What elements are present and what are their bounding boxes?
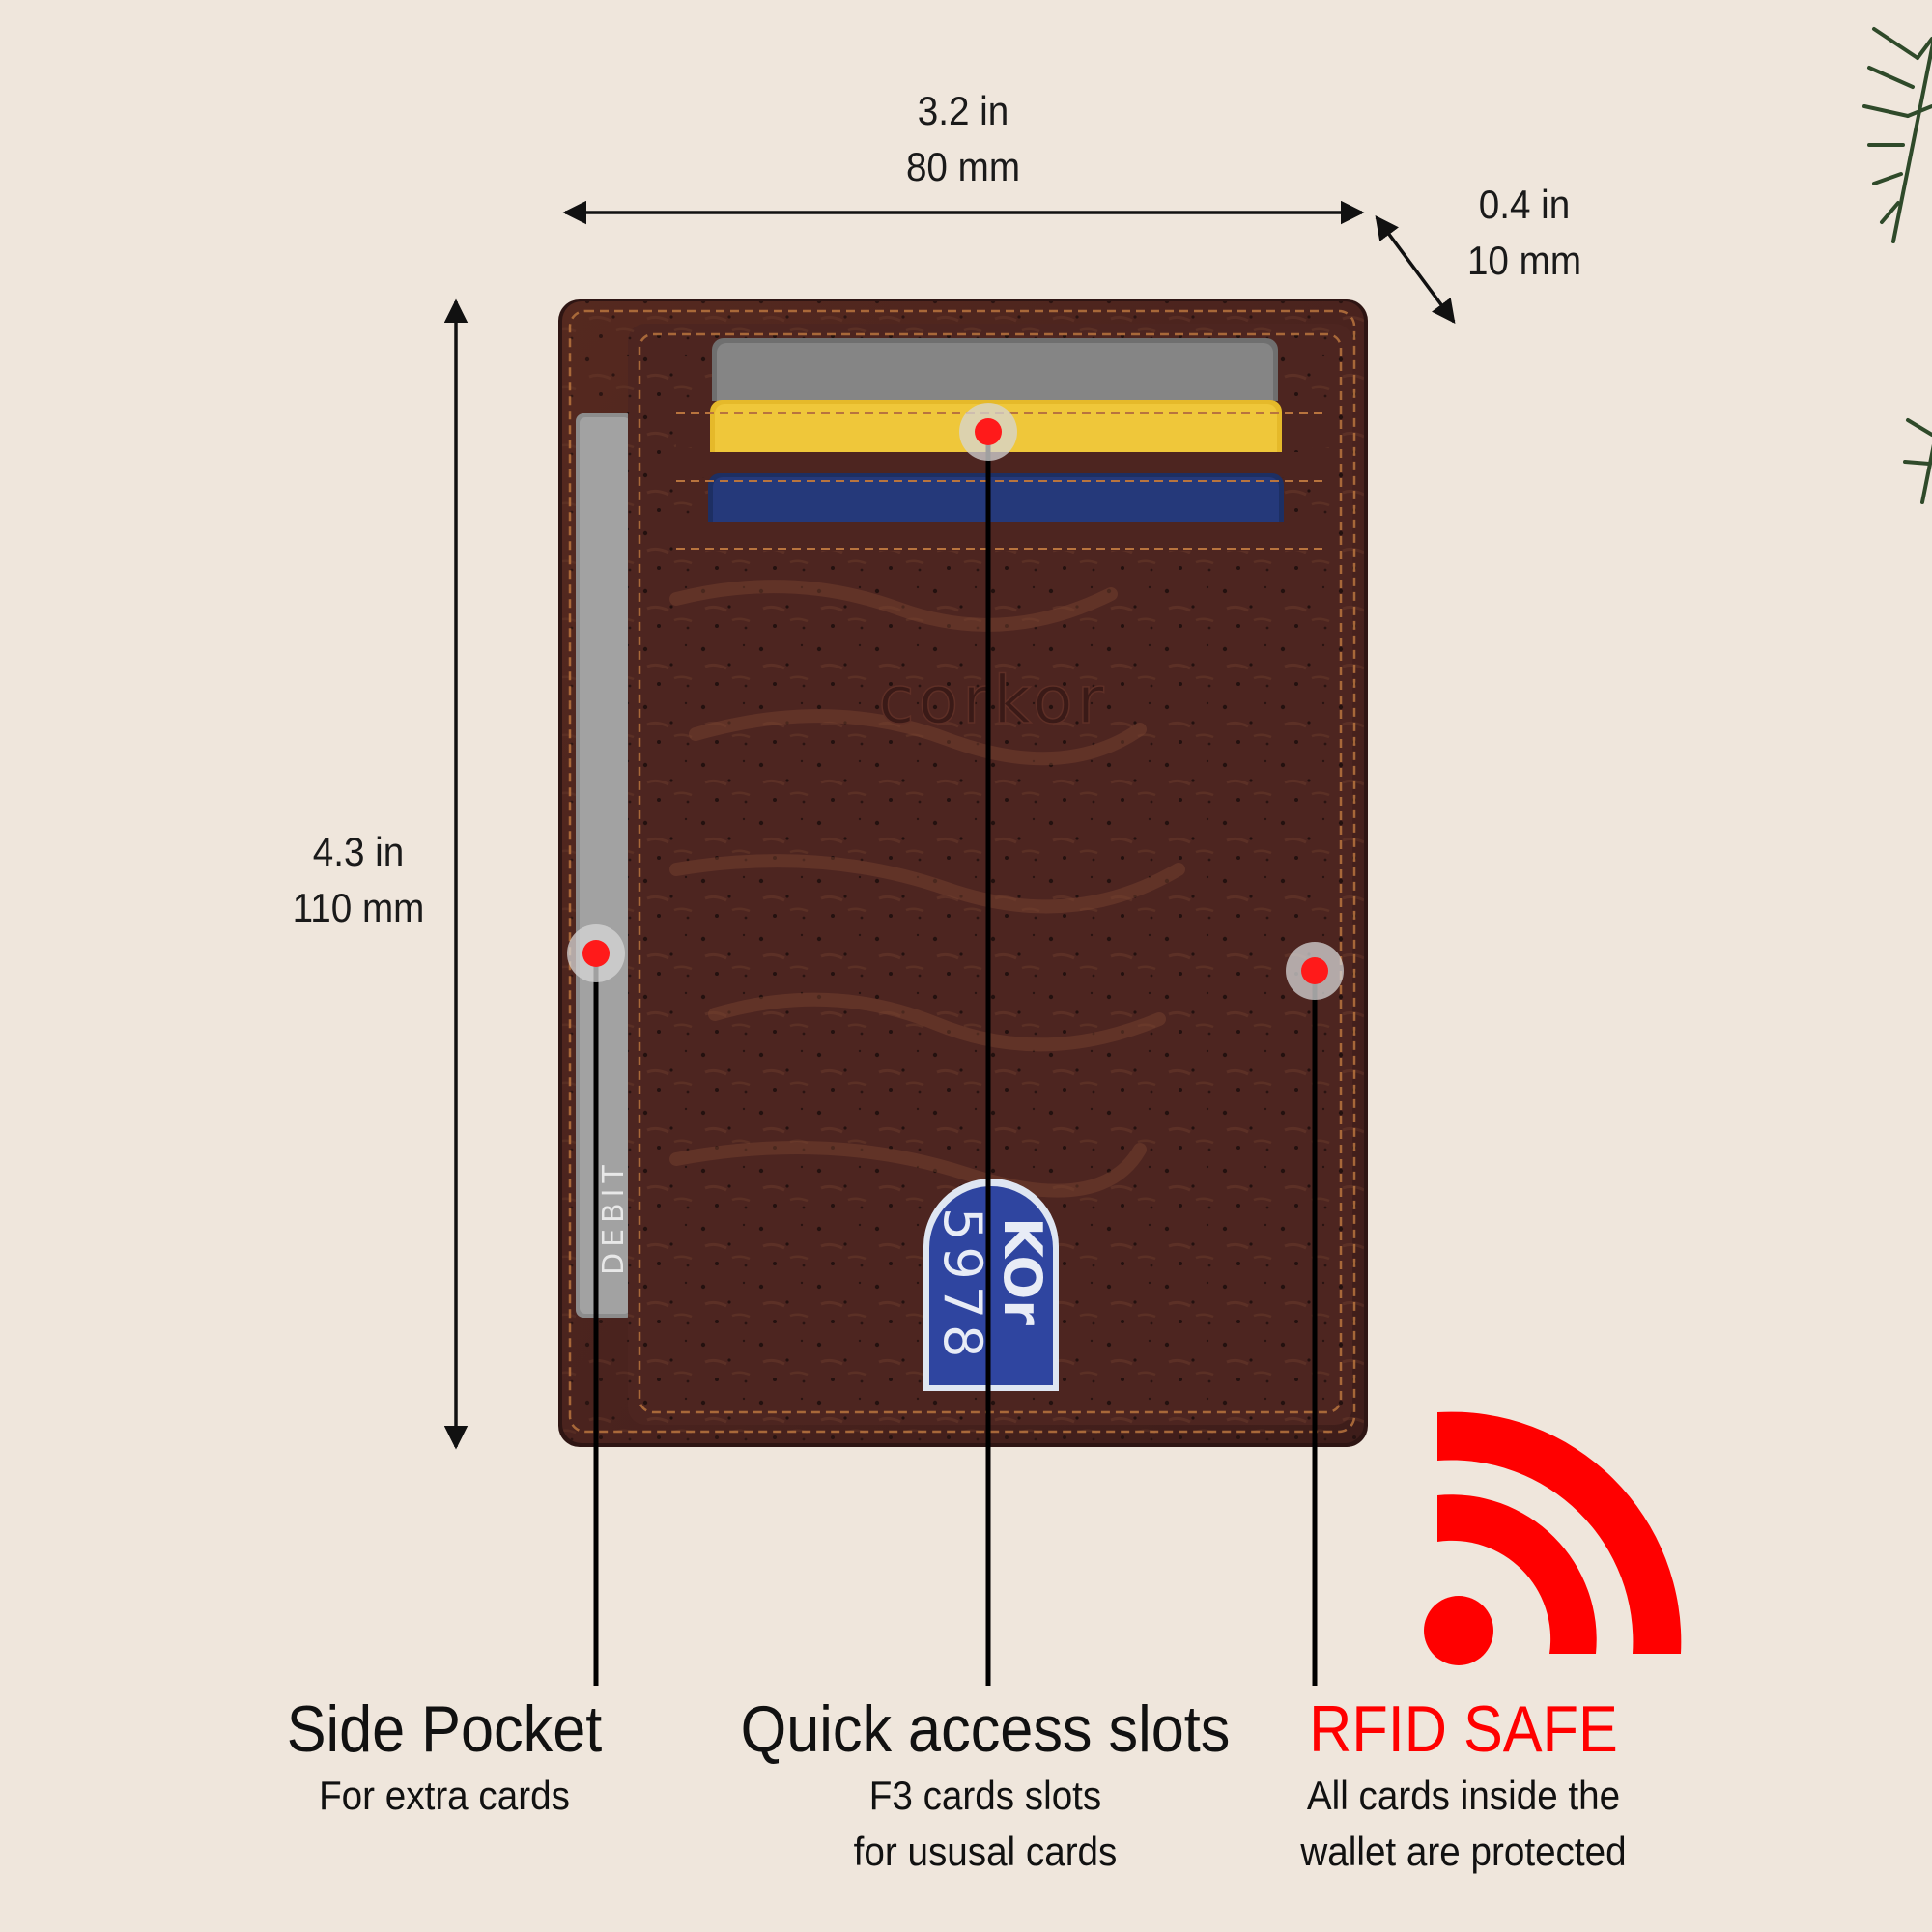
feature-title: Side Pocket [286, 1692, 603, 1766]
feature-desc: All cards inside the [1306, 1773, 1621, 1818]
wallet: DEBIT [558, 299, 1368, 1447]
width-mm: 80 mm [905, 144, 1021, 189]
depth-arrow [1375, 215, 1456, 324]
feature-quick-access: Quick access slots F3 cards slots for us… [696, 1690, 1275, 1880]
window-card-text: KOr [992, 1217, 1053, 1325]
feature-desc: For extra cards [319, 1773, 570, 1818]
feature-title: RFID SAFE [1309, 1692, 1618, 1766]
feature-rfid: RFID SAFE All cards inside the wallet ar… [1246, 1690, 1681, 1880]
side-pocket-marker [567, 924, 625, 1686]
depth-mm: 10 mm [1466, 238, 1582, 283]
height-in: 4.3 in [312, 829, 405, 874]
feature-desc: wallet are protected [1300, 1829, 1627, 1874]
depth-label: 0.4 in 10 mm [1435, 177, 1613, 289]
depth-in: 0.4 in [1478, 182, 1571, 227]
height-mm: 110 mm [292, 885, 425, 930]
side-card-text: DEBIT [597, 1159, 631, 1275]
side-pocket-card: DEBIT [576, 413, 634, 1318]
rfid-marker [1286, 942, 1344, 1686]
height-label: 4.3 in 110 mm [270, 824, 447, 936]
feature-side-pocket: Side Pocket For extra cards [203, 1690, 686, 1824]
brand-logo: corkor [878, 663, 1107, 739]
width-label: 3.2 in 80 mm [874, 83, 1052, 195]
width-in: 3.2 in [917, 88, 1009, 133]
pine-branch-icon [1862, 27, 1932, 504]
feature-desc: for ususal cards [853, 1829, 1118, 1874]
quick-access-marker [959, 403, 1017, 1686]
rfid-wave-icon [1424, 1411, 1682, 1665]
feature-desc: F3 cards slots [868, 1773, 1102, 1818]
feature-title: Quick access slots [740, 1692, 1231, 1766]
window-card-number: 5978 [932, 1208, 993, 1363]
thumb-window: 5978 KOr [923, 1179, 1059, 1391]
